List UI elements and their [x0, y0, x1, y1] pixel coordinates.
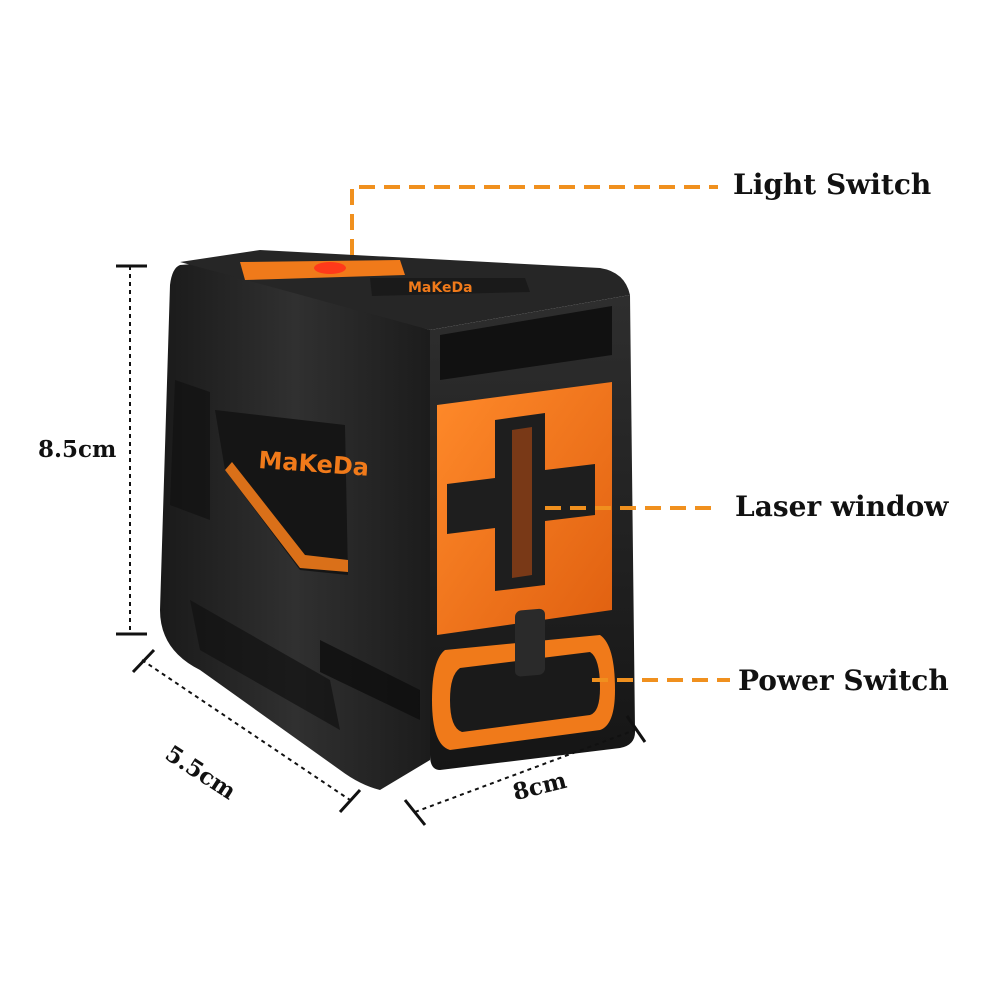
- power-switch-recess: [450, 652, 600, 732]
- height-dimension-label: 8.5cm: [38, 436, 117, 463]
- power-switch-label: Power Switch: [738, 664, 949, 697]
- width-tick-left: [403, 799, 427, 826]
- callout-light-switch-line: [350, 185, 718, 255]
- depth-tick-top: [131, 648, 156, 674]
- top-brand-plate: [370, 278, 530, 296]
- laser-cross-icon: [447, 413, 595, 591]
- light-switch-button[interactable]: [314, 262, 346, 274]
- light-switch-label: Light Switch: [733, 168, 932, 201]
- side-brand-panel: [215, 410, 348, 575]
- side-groove: [320, 640, 420, 720]
- dimension-lines: [116, 264, 647, 826]
- laser-window-label: Laser window: [735, 490, 949, 523]
- side-groove: [190, 600, 340, 730]
- front-top-band: [440, 306, 612, 380]
- depth-dimension-line: [141, 659, 351, 801]
- callout-lines: [350, 185, 730, 682]
- width-tick-right: [625, 715, 647, 743]
- width-dimension-line: [414, 729, 636, 813]
- side-groove: [170, 380, 210, 520]
- power-switch-knob[interactable]: [515, 608, 545, 677]
- laser-cross-highlight: [512, 427, 532, 578]
- depth-tick-bottom: [338, 788, 362, 814]
- side-orange-stripe: [225, 462, 348, 572]
- top-brand-text: MaKeDa: [408, 280, 473, 296]
